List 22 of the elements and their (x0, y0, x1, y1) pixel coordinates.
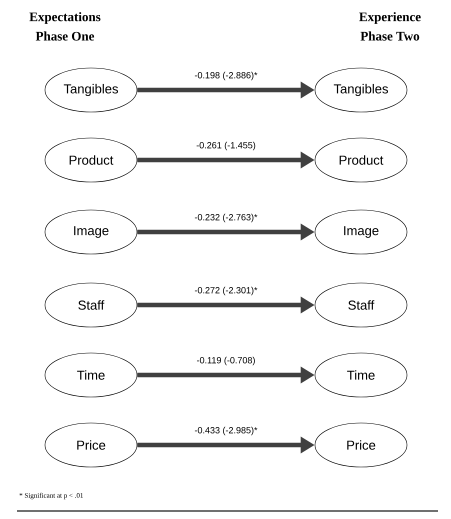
edge-label: -0.232 (-2.763)* (194, 214, 258, 222)
ellipse-node: Image (44, 210, 138, 254)
column-heading: Experience (359, 12, 421, 24)
ellipse-node: Staff (314, 282, 408, 328)
column-heading: Expectations (29, 12, 100, 24)
ellipse-node: Time (44, 352, 138, 398)
edge-label: -0.433 (-2.985)* (194, 426, 258, 436)
ellipse-node: Price (314, 422, 408, 468)
edge-label: -0.198 (-2.886)* (194, 72, 258, 80)
edge-label: -0.261 (-1.455) (196, 142, 256, 150)
ellipse-node: Product (44, 138, 138, 182)
edge-label: -0.272 (-2.301)* (194, 286, 258, 296)
ellipse-node: Price (44, 422, 138, 468)
column-heading: Phase Two (360, 31, 420, 41)
ellipse-node: Staff (44, 282, 138, 328)
ellipse-node: Product (314, 138, 408, 182)
ellipse-node: Time (314, 352, 408, 398)
ellipse-node: Tangibles (44, 68, 138, 112)
ellipse-node: Tangibles (314, 68, 408, 112)
ellipse-node: Image (314, 210, 408, 254)
edge-label: -0.119 (-0.708) (196, 356, 255, 366)
column-heading: Phase One (36, 31, 94, 41)
